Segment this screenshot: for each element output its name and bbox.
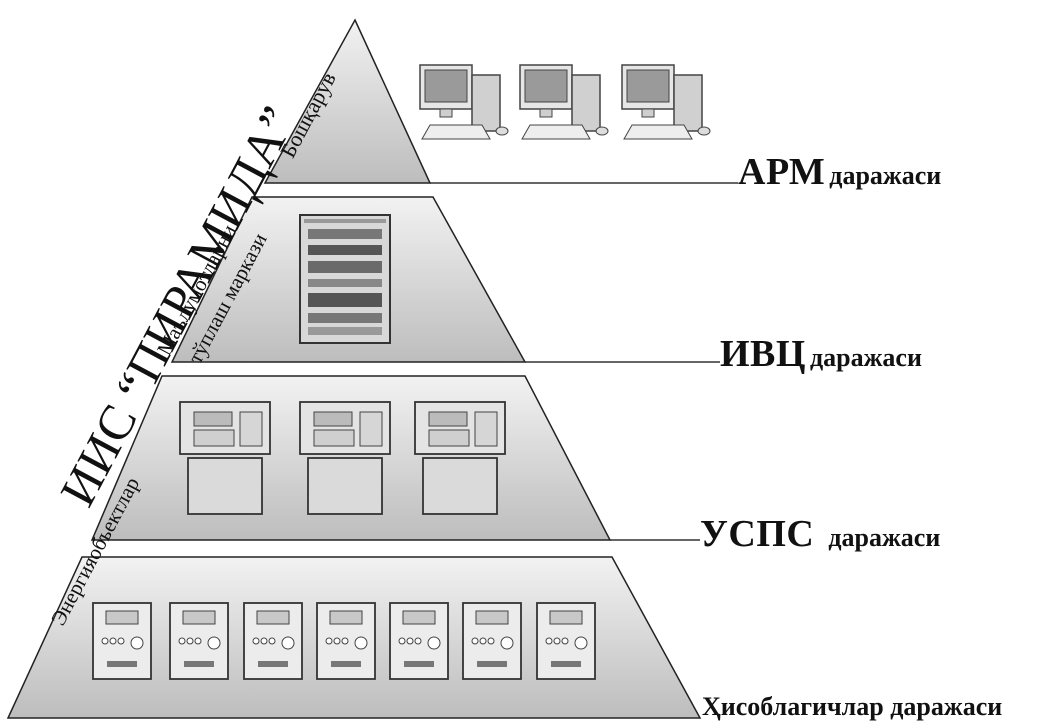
level-name: АРМ (738, 151, 826, 193)
level-label-meters: Ҳисоблагичлар даражаси (702, 692, 1002, 722)
tier-arm (263, 18, 432, 184)
level-suffix: даражаси (890, 692, 1003, 721)
electric-meter-icon (389, 602, 449, 680)
level-suffix: даражаси (828, 523, 941, 552)
workstation-icon (519, 64, 609, 140)
data-controller-icon (179, 401, 271, 515)
data-controller-icon (414, 401, 506, 515)
level-label-arm: АРМ даражаси (738, 150, 941, 194)
electric-meter-icon (462, 602, 522, 680)
level-suffix: даражаси (809, 343, 922, 372)
electric-meter-icon (169, 602, 229, 680)
server-rack-icon (299, 214, 391, 344)
level-name: УСПС (700, 513, 815, 555)
level-suffix: даражаси (829, 161, 942, 190)
electric-meter-icon (92, 602, 152, 680)
workstation-icon (621, 64, 711, 140)
level-name: Ҳисоблагичлар (702, 692, 884, 721)
electric-meter-icon (536, 602, 596, 680)
electric-meter-icon (316, 602, 376, 680)
level-label-ivc: ИВЦ даражаси (720, 332, 922, 376)
level-label-uspc: УСПС даражаси (700, 512, 940, 556)
electric-meter-icon (243, 602, 303, 680)
data-controller-icon (299, 401, 391, 515)
workstation-icon (419, 64, 509, 140)
level-name: ИВЦ (720, 333, 806, 375)
